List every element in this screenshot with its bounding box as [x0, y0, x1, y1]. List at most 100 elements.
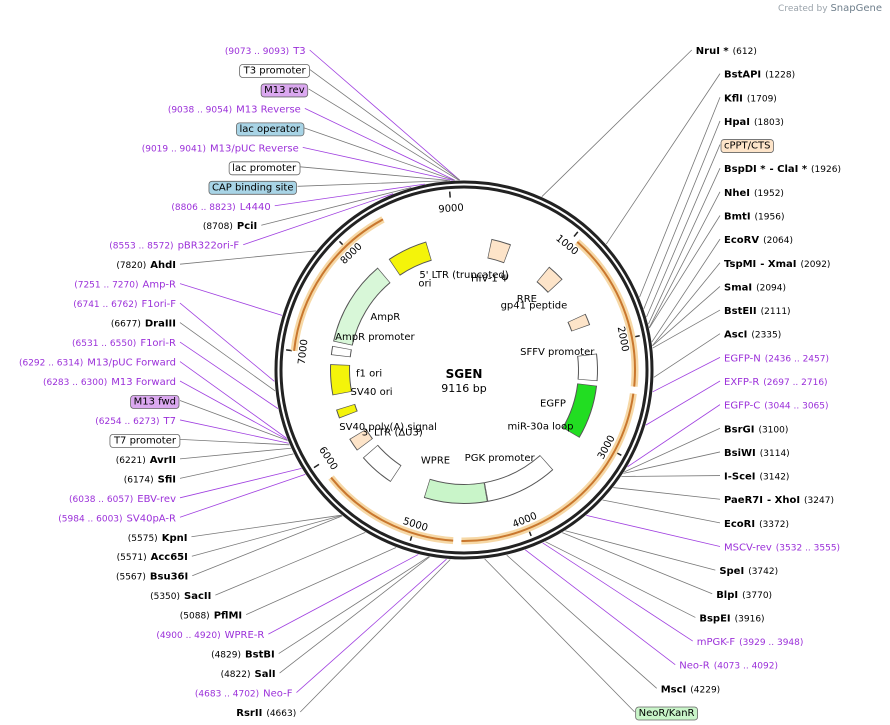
leader-line — [179, 250, 317, 265]
leader-line — [274, 183, 425, 207]
label-bstapi[interactable]: BstAPI(1228) — [724, 70, 795, 81]
label-rsrii[interactable]: RsrII(4663) — [236, 708, 296, 719]
label-l4440[interactable]: (8806 .. 8823)L4440 — [171, 202, 270, 213]
label-neor[interactable]: Neo-R(4073 .. 4092) — [679, 661, 778, 672]
feature-block — [389, 242, 432, 275]
label-nrui[interactable]: NruI *(612) — [696, 46, 757, 57]
label-iscei[interactable]: I-SceI(3142) — [724, 472, 789, 483]
label-avrii[interactable]: (6221)AvrII — [116, 455, 176, 466]
label-box — [720, 139, 774, 153]
label-blpi[interactable]: BlpI(3770) — [716, 590, 772, 601]
leader-line — [645, 380, 721, 426]
label-m13rev[interactable]: M13 rev — [264, 85, 305, 96]
leader-line — [192, 515, 343, 577]
label-f1f[interactable]: (6741 .. 6762)F1ori-F — [73, 299, 176, 310]
label-m13fwd[interactable]: M13 fwd — [134, 396, 176, 407]
leader-line — [651, 238, 721, 343]
label-m13r[interactable]: (9038 .. 9054)M13 Reverse — [168, 104, 301, 115]
leader-line — [261, 187, 412, 226]
label-t7p[interactable]: T7 promoter — [113, 435, 177, 446]
label-lacprom[interactable]: lac promoter — [232, 163, 297, 174]
snapgene-credit: Created by SnapGene — [778, 3, 882, 14]
label-cap[interactable]: CAP binding site — [212, 182, 294, 193]
feature-block — [578, 354, 597, 381]
label-bmti[interactable]: BmtI(1956) — [724, 212, 784, 223]
label-sacii[interactable]: (5350)SacII — [150, 591, 211, 602]
inner-label-ampr: AmpR — [370, 312, 400, 323]
label-mscv[interactable]: MSCV-rev(3532 .. 3555) — [724, 543, 840, 554]
label-bspdi[interactable]: BspDI *- ClaI *(1926) — [724, 164, 841, 175]
inner-label-ltr5: 5' LTR (truncated) — [419, 270, 508, 281]
tick-label-6000: 6000 — [316, 445, 339, 472]
label-spei[interactable]: SpeI(3742) — [719, 566, 778, 577]
label-bsiwi[interactable]: BsiWI(3114) — [724, 448, 790, 459]
inner-label-ori: ori — [418, 278, 431, 289]
orange-arc — [576, 241, 636, 387]
label-exfp[interactable]: EXFP-R(2697 .. 2716) — [724, 377, 828, 388]
label-pbr[interactable]: (8553 .. 8572)pBR322ori-F — [109, 241, 239, 252]
leader-line — [621, 475, 721, 477]
leader-line — [179, 419, 289, 444]
feature-block — [337, 404, 357, 418]
leader-line — [302, 146, 453, 181]
label-acc65i[interactable]: (5571)Acc65I — [117, 552, 188, 563]
label-t7[interactable]: (6254 .. 6273)T7 — [95, 416, 176, 427]
leader-line — [602, 499, 721, 524]
leader-line — [179, 341, 279, 409]
tick-label-7000: 7000 — [297, 339, 311, 366]
label-bsu36i[interactable]: (5567)Bsu36I — [116, 572, 188, 583]
inner-label-mir: miR-30a loop — [507, 421, 573, 432]
label-tspmi[interactable]: TspMI- XmaI(2092) — [724, 259, 830, 270]
label-sfii[interactable]: (6174)SfiI — [124, 474, 176, 485]
label-m13f[interactable]: (6283 .. 6300)M13 Forward — [43, 377, 176, 388]
inner-label-egfp: EGFP — [540, 398, 566, 409]
leader-line — [179, 468, 302, 499]
feature-block — [563, 383, 596, 437]
label-t3p[interactable]: T3 promoter — [243, 65, 307, 76]
label-t3[interactable]: (9073 .. 9093)T3 — [225, 46, 306, 57]
label-neokan[interactable]: NeoR/KanR — [639, 708, 695, 719]
label-mpgk[interactable]: mPGK-F(3929 .. 3948) — [697, 637, 804, 648]
label-ebv[interactable]: (6038 .. 6057)EBV-rev — [69, 494, 176, 505]
label-m13pf[interactable]: (6292 .. 6314)M13/pUC Forward — [19, 358, 176, 369]
label-box — [208, 180, 297, 195]
label-bsrgi[interactable]: BsrGI(3100) — [724, 424, 788, 435]
label-ampr[interactable]: (7251 .. 7270)Amp-R — [74, 280, 176, 291]
label-bsteii[interactable]: BstEII(2111) — [724, 306, 791, 317]
label-ahdi[interactable]: (7820)AhdI — [116, 260, 176, 271]
label-bspei[interactable]: BspEI(3916) — [699, 613, 764, 624]
leader-line — [245, 547, 397, 616]
label-cppt[interactable]: cPPT/CTS — [724, 141, 770, 152]
leader-line — [191, 515, 342, 557]
label-sv40pa[interactable]: (5984 .. 6003)SV40pA-R — [58, 513, 176, 524]
label-paer7i[interactable]: PaeR7I- XhoI(3247) — [724, 495, 834, 506]
label-asci[interactable]: AscI(2335) — [724, 330, 781, 341]
label-draiii[interactable]: (6677)DraIII — [111, 319, 176, 330]
label-m13puc[interactable]: (9019 .. 9041)M13/pUC Reverse — [142, 143, 299, 154]
label-kpni[interactable]: (5575)KpnI — [128, 533, 188, 544]
tick-7000 — [286, 349, 293, 352]
label-f1r[interactable]: (6531 .. 6550)F1ori-R — [72, 338, 176, 349]
leader-line — [648, 191, 721, 328]
label-nhei[interactable]: NheI(1952) — [724, 188, 784, 199]
label-msci[interactable]: MscI(4229) — [661, 684, 721, 695]
label-hpai[interactable]: HpaI(1803) — [724, 117, 784, 128]
orange-arc — [293, 218, 384, 351]
label-ecorv[interactable]: EcoRV(2064) — [724, 235, 793, 246]
label-ecori2[interactable]: EcoRI(3372) — [724, 519, 789, 530]
leader-line — [545, 541, 696, 618]
label-pcii[interactable]: (8708)PciI — [203, 221, 257, 232]
label-neof[interactable]: (4683 .. 4702)Neo-F — [195, 689, 293, 700]
label-bstbi[interactable]: (4829)BstBI — [211, 650, 275, 661]
label-lacop[interactable]: lac operator — [239, 124, 300, 135]
label-sali[interactable]: (4822)SalI — [221, 669, 276, 680]
inner-label-gp41: gp41 peptide — [501, 301, 568, 312]
label-kfli[interactable]: KflI(1709) — [724, 93, 777, 104]
tick-label-9000: 9000 — [438, 203, 464, 216]
label-pflmi[interactable]: (5088)PflMI — [180, 611, 242, 622]
label-wprer[interactable]: (4900 .. 4920)WPRE-R — [156, 630, 264, 641]
label-egfpc[interactable]: EGFP-C(3044 .. 3065) — [724, 401, 829, 412]
label-egfpn[interactable]: EGFP-N(2436 .. 2457) — [724, 353, 829, 364]
label-smai[interactable]: SmaI(2094) — [724, 282, 786, 293]
